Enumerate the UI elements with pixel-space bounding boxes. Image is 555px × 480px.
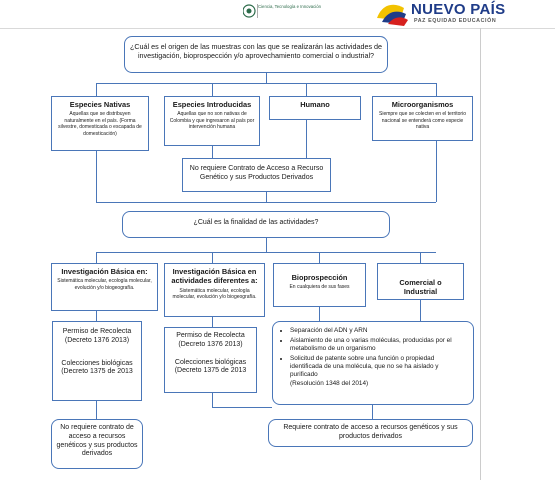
connector-v14: [319, 252, 321, 263]
purpose-title: Investigación Básica en:: [61, 267, 148, 276]
connector-v22: [372, 405, 374, 419]
connector-h4: [212, 407, 272, 409]
header-divider: [0, 28, 555, 29]
page-edge: [480, 28, 481, 480]
connector-v18: [319, 307, 321, 321]
permit-text: Permiso de Recolecta (Decreto 1376 2013): [176, 332, 245, 348]
brand-motto: PAZ EQUIDAD EDUCACIÓN: [414, 18, 497, 24]
question-origin-box: ¿Cuál es el origen de las muestras con l…: [124, 36, 388, 73]
no-contract-box-2: No requiere contrato de acceso a recurso…: [51, 419, 143, 469]
government-text: Ciencia, Tecnología e Innovación: [258, 4, 321, 9]
origin-title: Especies Nativas: [69, 100, 131, 109]
connector-v5: [436, 83, 438, 96]
bioprospection-requirements-box: Separación del ADN y ARN Aislamiento de …: [272, 321, 474, 405]
connector-v8: [96, 150, 98, 202]
connector-v12: [96, 252, 98, 263]
connector-v9: [436, 140, 438, 202]
resolution-text: (Resolución 1348 del 2014): [290, 380, 369, 387]
origin-box-introduced: Especies Introducidas Aquellas que no so…: [164, 96, 260, 146]
connector-h3: [96, 252, 436, 254]
requirement-item: Solicitud de patente sobre una función o…: [290, 355, 467, 379]
connector-v11: [266, 238, 268, 252]
nuevo-pais-logo: [377, 4, 408, 26]
purpose-desc: Sistemática molecular, ecología molecula…: [57, 278, 152, 291]
purpose-box-commercial: Comercial o Industrial: [377, 263, 464, 300]
purpose-box-basic-other: Investigación Básica en actividades dife…: [164, 263, 265, 317]
purpose-title: Bioprospección: [291, 273, 348, 282]
origin-title: Humano: [300, 100, 330, 109]
connector-v7: [306, 119, 308, 158]
origin-title: Microorganismos: [391, 100, 454, 109]
connector-v15: [420, 252, 422, 263]
connector-v2: [96, 83, 98, 96]
government-logo: [243, 4, 258, 18]
question-purpose-text: ¿Cuál es la finalidad de las actividades…: [193, 219, 319, 226]
permits-box-b: Permiso de Recolecta (Decreto 1376 2013)…: [164, 327, 257, 393]
collections-text: Colecciones biológicas (Decreto 1375 de …: [174, 358, 247, 375]
purpose-box-bioprospection: Bioprospección En cualquiera de sus fase…: [273, 263, 366, 307]
origin-title: Especies Introducidas: [172, 100, 252, 109]
connector-v19: [420, 300, 422, 321]
contract-required-box: Requiere contrato de acceso a recursos g…: [268, 419, 473, 447]
purpose-title: Investigación Básica en actividades dife…: [171, 267, 258, 286]
connector-v1: [266, 73, 268, 84]
contract-required-text: Requiere contrato de acceso a recursos g…: [283, 424, 458, 440]
connector-v3: [212, 83, 214, 96]
connector-v13: [212, 252, 214, 263]
connector-v6: [212, 145, 214, 158]
connector-v4: [306, 83, 308, 96]
permits-box-a: Permiso de Recolecta (Decreto 1376 2013)…: [52, 321, 142, 401]
brand-title: NUEVO PAÍS: [411, 1, 506, 18]
purpose-desc: Sistemática molecular, ecología molecula…: [172, 287, 257, 301]
connector-v21: [212, 393, 214, 408]
collections-text: Colecciones biológicas (Decreto 1375 de …: [61, 359, 133, 376]
permit-text: Permiso de Recolecta (Decreto 1376 2013): [62, 328, 132, 344]
purpose-box-basic: Investigación Básica en: Sistemática mol…: [51, 263, 158, 311]
purpose-title: Comercial o Industrial: [399, 278, 442, 297]
question-origin-text: ¿Cuál es el origen de las muestras con l…: [129, 42, 383, 60]
question-purpose-box: ¿Cuál es la finalidad de las actividades…: [122, 211, 390, 238]
no-contract-text-1: No requiere Contrato de Acceso a Recurso…: [189, 165, 324, 181]
origin-box-human: Humano: [269, 96, 361, 120]
origin-box-microorganisms: Microorganismos Siempre que se colecten …: [372, 96, 473, 141]
requirement-item: Separación del ADN y ARN: [290, 327, 467, 335]
no-contract-text-2: No requiere contrato de acceso a recurso…: [56, 424, 138, 458]
origin-desc: Aquellas que se distribuyen naturalmente…: [58, 111, 142, 137]
purpose-desc: En cualquiera de sus fases: [289, 284, 350, 291]
origin-desc: Aquellas que no son nativas de Colombia …: [169, 111, 255, 131]
origin-desc: Siempre que se colecten en el territorio…: [379, 111, 466, 131]
connector-v20: [96, 401, 98, 419]
requirements-list: Separación del ADN y ARN Aislamiento de …: [279, 327, 467, 379]
connector-v17: [212, 317, 214, 327]
connector-v16: [96, 311, 98, 321]
requirement-item: Aislamiento de una o varias moléculas, p…: [290, 337, 467, 353]
connector-v10: [266, 192, 268, 203]
no-contract-box-1: No requiere Contrato de Acceso a Recurso…: [182, 158, 331, 192]
origin-box-native: Especies Nativas Aquellas que se distrib…: [51, 96, 149, 151]
